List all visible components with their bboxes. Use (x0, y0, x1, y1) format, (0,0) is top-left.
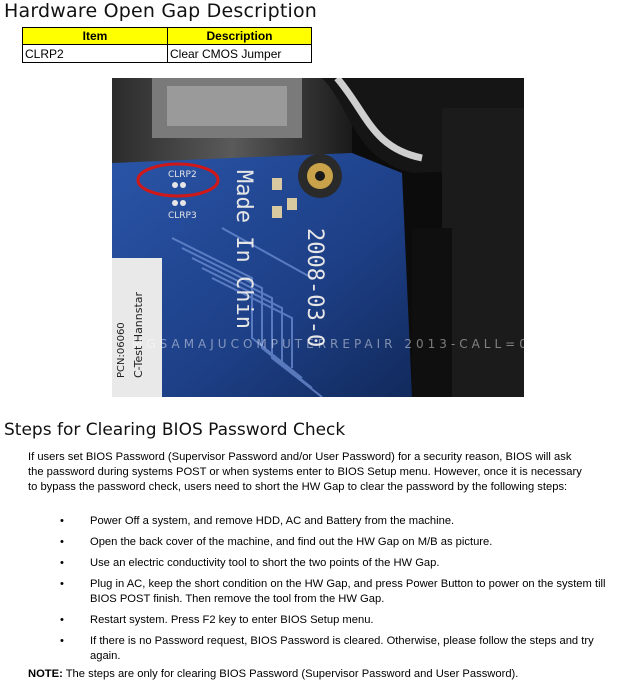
bullet: • (60, 578, 64, 590)
bullet: • (60, 614, 64, 626)
steps-list: • Power Off a system, and remove HDD, AC … (60, 514, 620, 670)
bullet: • (60, 515, 64, 527)
watermark: MGSAMAJUCOMPUTERREPAIR 2013-CALL=0 (132, 337, 524, 351)
list-item: • Plug in AC, keep the short condition on… (60, 577, 620, 607)
date-label: 2008-03-0 (302, 228, 327, 347)
table-cell-item: CLRP2 (22, 44, 168, 63)
step-text: If there is no Password request, BIOS Pa… (90, 635, 594, 662)
step-text: Restart system. Press F2 key to enter BI… (90, 614, 374, 626)
sticker-label-1: C-Test Hannstar (132, 291, 145, 378)
bullet: • (60, 557, 64, 569)
motherboard-photo: CLRP2 CLRP3 Made In Chin 2008-03-0 C-Tes… (112, 78, 524, 397)
step-text: Use an electric conductivity tool to sho… (90, 557, 440, 569)
list-item: • Open the back cover of the machine, and… (60, 535, 620, 550)
note-text: The steps are only for clearing BIOS Pas… (62, 668, 519, 680)
list-item: • If there is no Password request, BIOS P… (60, 634, 620, 664)
table-header-item: Item (22, 27, 168, 45)
list-item: • Restart system. Press F2 key to enter B… (60, 613, 620, 628)
step-text: Open the back cover of the machine, and … (90, 536, 493, 548)
sticker-label-2: PCN:06060 (116, 322, 127, 378)
bullet: • (60, 536, 64, 548)
list-item: • Power Off a system, and remove HDD, AC … (60, 514, 620, 529)
intro-paragraph: If users set BIOS Password (Supervisor P… (28, 451, 582, 493)
bullet: • (60, 635, 64, 647)
table-cell-description: Clear CMOS Jumper (167, 44, 312, 63)
made-in-label: Made In Chin (231, 170, 256, 329)
list-item: • Use an electric conductivity tool to sh… (60, 556, 620, 571)
note-label: NOTE: (28, 668, 63, 680)
table-header-row: Item Description (22, 27, 312, 45)
clrp2-label: CLRP2 (168, 170, 197, 180)
gap-table: Item Description CLRP2 Clear CMOS Jumper (22, 27, 312, 63)
table-row: CLRP2 Clear CMOS Jumper (22, 44, 312, 63)
section-title-steps: Steps for Clearing BIOS Password Check (4, 420, 346, 440)
note: NOTE: The steps are only for clearing BI… (28, 668, 518, 680)
table-header-description: Description (167, 27, 312, 45)
step-text: Plug in AC, keep the short condition on … (90, 578, 606, 605)
step-text: Power Off a system, and remove HDD, AC a… (90, 515, 455, 527)
section-title-hardware-gap: Hardware Open Gap Description (4, 0, 318, 22)
motherboard-photo-drawing: CLRP2 CLRP3 Made In Chin 2008-03-0 C-Tes… (112, 78, 524, 397)
clrp3-label: CLRP3 (168, 211, 197, 221)
